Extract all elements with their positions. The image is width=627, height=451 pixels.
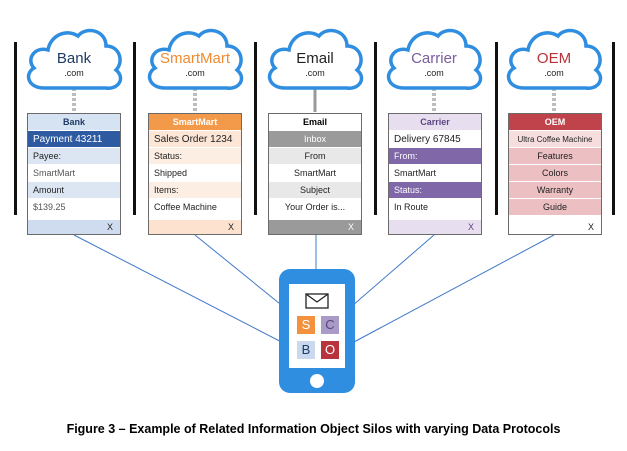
- card-field: Features: [509, 147, 601, 164]
- cloud-email: Email.com: [263, 22, 367, 94]
- card-field: Status:: [389, 181, 481, 198]
- cloud-domain: .com: [424, 68, 444, 78]
- figure-caption: Figure 3 – Example of Related Informatio…: [66, 422, 561, 436]
- card-field: SmartMart: [389, 164, 481, 181]
- envelope-icon[interactable]: [305, 293, 329, 309]
- link-line-bank: [73, 234, 298, 351]
- card-field: Amount: [28, 181, 120, 198]
- card-title: OEM: [509, 114, 601, 130]
- cloud-domain: .com: [64, 68, 84, 78]
- close-button[interactable]: X: [269, 220, 361, 234]
- card-field: Colors: [509, 164, 601, 181]
- app-icon-smartmart[interactable]: S: [297, 316, 315, 334]
- card-field: Delivery 67845: [389, 130, 481, 147]
- card-title: Carrier: [389, 114, 481, 130]
- card-field: SmartMart: [28, 164, 120, 181]
- home-button[interactable]: [310, 374, 324, 388]
- card-field: Ultra Coffee Machine: [509, 130, 601, 147]
- card-field: In Route: [389, 198, 481, 215]
- cloud-domain: .com: [544, 68, 564, 78]
- divider-1: [14, 42, 17, 215]
- cloud-name: OEM: [536, 50, 572, 67]
- card-title: SmartMart: [149, 114, 241, 130]
- card-field: Payee:: [28, 147, 120, 164]
- card-field: Inbox: [269, 130, 361, 147]
- card-field: Warranty: [509, 181, 601, 198]
- close-button[interactable]: X: [509, 220, 601, 234]
- cloud-domain: .com: [305, 68, 325, 78]
- cloud-icon: [267, 28, 364, 90]
- card-field: $139.25: [28, 198, 120, 215]
- card-field: Status:: [149, 147, 241, 164]
- divider-2: [133, 42, 136, 215]
- card-field: SmartMart: [269, 164, 361, 181]
- app-icon-oem[interactable]: O: [321, 341, 339, 359]
- app-icon-carrier[interactable]: C: [321, 316, 339, 334]
- cloud-icon: [386, 28, 483, 90]
- link-line-oem: [338, 234, 555, 351]
- cloud-name: SmartMart: [159, 50, 230, 67]
- close-button[interactable]: X: [28, 220, 120, 234]
- card-field: Items:: [149, 181, 241, 198]
- card-field: Your Order is...: [269, 198, 361, 215]
- cloud-icon: [26, 28, 123, 90]
- cloud-icon: [506, 28, 603, 90]
- cloud-name: Bank: [56, 50, 92, 67]
- divider-3: [254, 42, 257, 215]
- cloud-icon: [147, 28, 244, 90]
- divider-6: [612, 42, 615, 215]
- app-icon-bank[interactable]: B: [297, 341, 315, 359]
- card-field: Sales Order 1234: [149, 130, 241, 147]
- card-field: From: [269, 147, 361, 164]
- cloud-oem: OEM.com: [502, 22, 606, 94]
- cloud-name: Email: [296, 50, 334, 67]
- close-button[interactable]: X: [389, 220, 481, 234]
- cloud-domain: .com: [185, 68, 205, 78]
- card-field: Subject: [269, 181, 361, 198]
- card-title: Bank: [28, 114, 120, 130]
- cloud-smartmart: SmartMart.com: [143, 22, 247, 94]
- card-field: Payment 43211: [28, 130, 120, 147]
- close-button[interactable]: X: [149, 220, 241, 234]
- cloud-carrier: Carrier.com: [382, 22, 486, 94]
- divider-5: [495, 42, 498, 215]
- card-title: Email: [269, 114, 361, 130]
- card-field: Guide: [509, 198, 601, 215]
- cloud-name: Carrier: [411, 50, 457, 67]
- card-field: From:: [389, 147, 481, 164]
- card-field: Coffee Machine: [149, 198, 241, 215]
- divider-4: [374, 42, 377, 215]
- card-field: Shipped: [149, 164, 241, 181]
- cloud-bank: Bank.com: [22, 22, 126, 94]
